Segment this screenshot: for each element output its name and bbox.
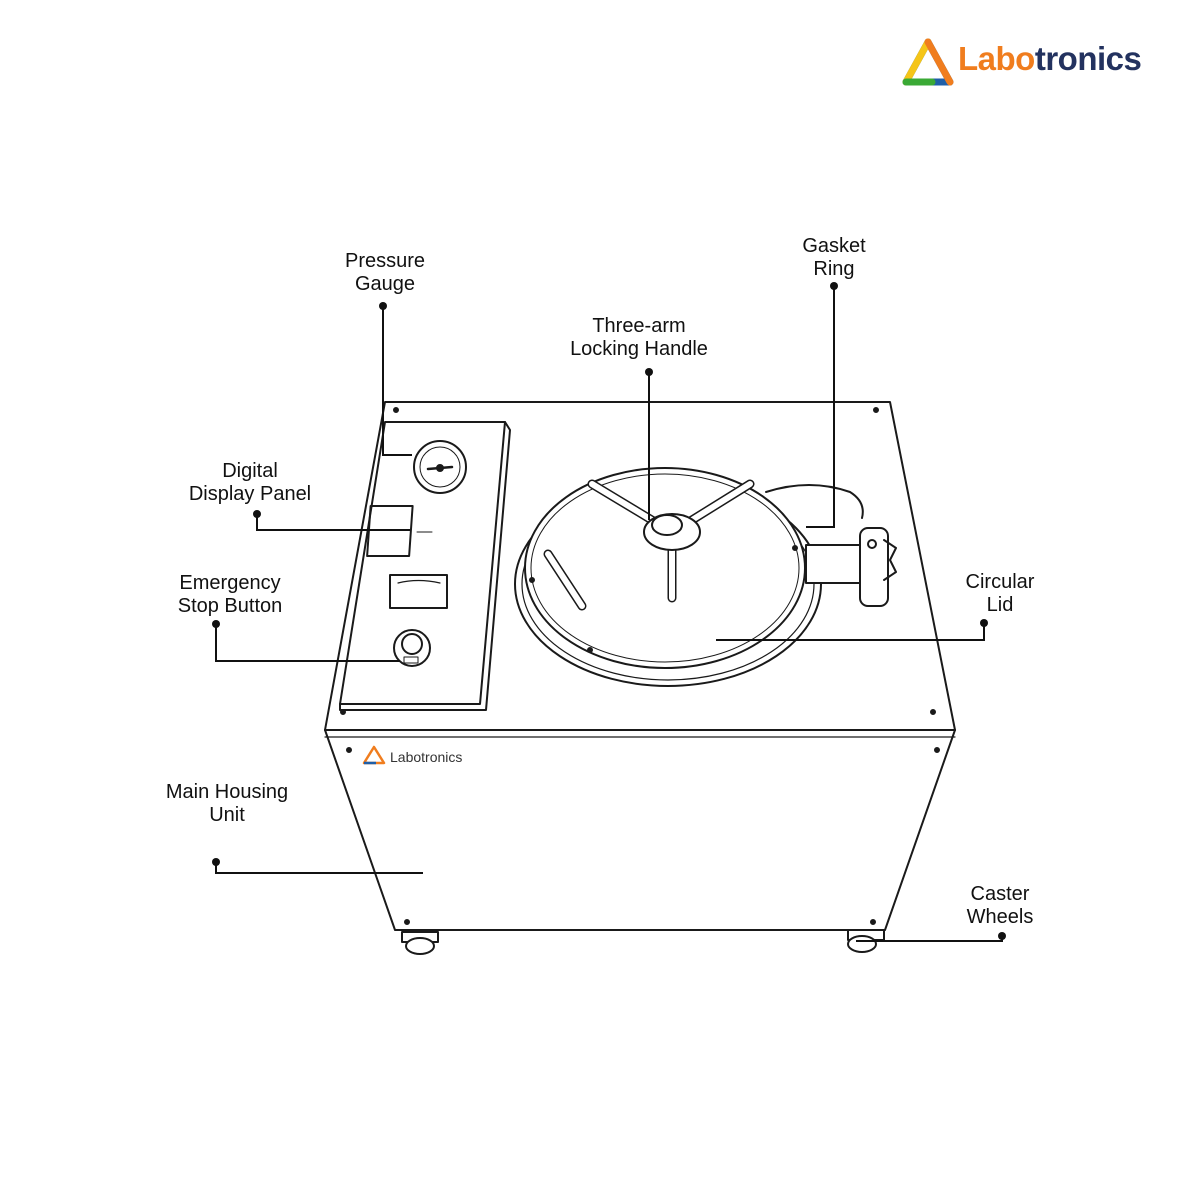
label-caster-wheels: Caster Wheels: [966, 883, 1034, 928]
caster-wheel-left: [401, 931, 439, 955]
leader-pressure-gauge: [382, 306, 412, 456]
analog-meter: [389, 574, 448, 609]
emergency-stop-outer: [393, 629, 431, 667]
label-digital-display-panel: Digital Display Panel: [188, 460, 312, 505]
brand-name-part2: tronics: [1034, 40, 1142, 77]
circular-lid: [524, 467, 806, 669]
steam-hose: [765, 484, 864, 519]
brand-name: Labotronics: [958, 40, 1142, 78]
label-main-housing-unit: Main Housing Unit: [165, 781, 289, 826]
leader-emergency-stop: [215, 624, 400, 662]
brand-name-part1: Labo: [958, 40, 1035, 77]
label-circular-lid: Circular Lid: [965, 571, 1035, 616]
pressure-gauge-dial: [413, 440, 467, 494]
label-gasket-ring: Gasket Ring: [802, 235, 866, 280]
leader-gasket-ring: [806, 286, 835, 528]
leader-digital-display: [256, 514, 410, 531]
label-pressure-gauge: Pressure Gauge: [344, 250, 426, 295]
label-three-arm-locking-handle: Three-arm Locking Handle: [570, 315, 708, 360]
control-panel: [339, 421, 506, 705]
brand-triangle-icon: [902, 38, 954, 86]
lid-hinge: [805, 544, 869, 584]
label-emergency-stop-button: Emergency Stop Button: [177, 572, 283, 617]
housing-brand-label: Labotronics: [390, 749, 463, 765]
leader-circular-lid: [716, 623, 985, 641]
housing-logo-icon: [362, 745, 386, 765]
brand-logo: Labotronics: [902, 38, 1152, 88]
